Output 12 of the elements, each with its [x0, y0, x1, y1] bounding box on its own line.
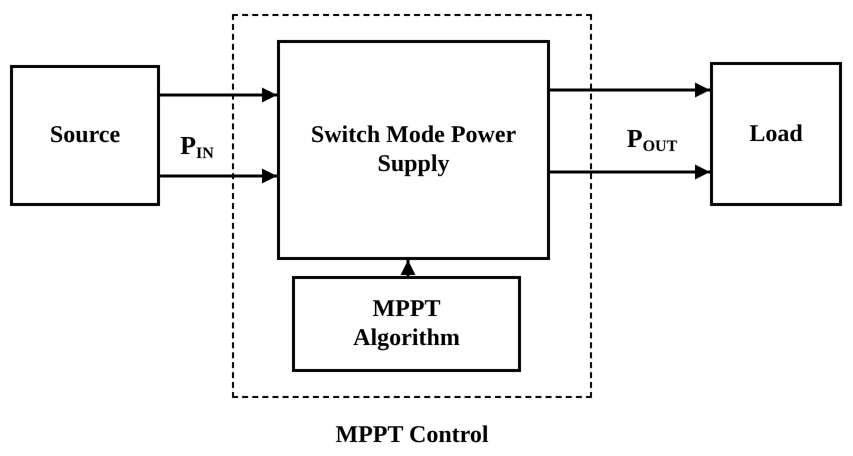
power-label: P$_{IN}$	[180, 131, 214, 163]
box-label: Switch Mode Power Supply	[310, 121, 518, 179]
box-label: Load	[749, 120, 803, 148]
group-heading: MPPT Control	[335, 422, 489, 449]
arrow	[550, 82, 710, 98]
arrow	[160, 168, 277, 184]
arrow	[160, 88, 277, 102]
arrow	[400, 260, 416, 276]
arrow	[550, 164, 710, 180]
box-label: Source	[50, 121, 120, 150]
power-label: P$_{OUT}$	[626, 124, 678, 156]
box-label: MPPT Algorithm	[352, 295, 461, 353]
